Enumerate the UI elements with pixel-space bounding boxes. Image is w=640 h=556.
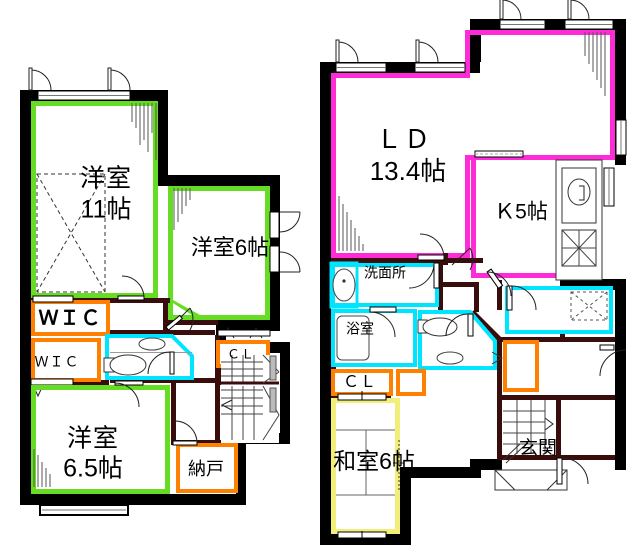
door-swing-1f-c: [499, 0, 522, 20]
door-swing-1f-b: [415, 39, 439, 63]
door-swing-2f-d: [269, 245, 301, 273]
room-toilet-2f: [103, 334, 194, 380]
label-ld-size: 13.4帖: [370, 156, 447, 186]
toilet-fixture-1f: [417, 317, 458, 337]
cabinet-1f-small: [396, 369, 426, 396]
yoshitsu-6-curtain-hatch: [173, 188, 191, 230]
door-swing-1f-ld-lower: [417, 233, 445, 261]
label-yokushitsu: 浴室: [346, 321, 374, 337]
label-genkan: 玄関: [519, 437, 557, 459]
yoshitsu-11-curtain-hatch: [131, 103, 157, 160]
shoe-box-area: [505, 285, 613, 334]
door-swing-1f-kitchen-low: [486, 268, 512, 297]
opening-ld-kitchen: [474, 150, 524, 158]
door-swing-2f-e: [117, 275, 145, 301]
door-swing-2f-h: [172, 420, 198, 446]
ld-curtain-hatch-left: [338, 196, 364, 251]
door-swing-2f-c: [269, 211, 301, 239]
room-yokushitsu: [331, 306, 417, 367]
window-ld-right-side: [615, 119, 627, 156]
label-yoshitsu-6: 洋室6帖: [191, 235, 269, 260]
door-swing-2f-g: [114, 380, 144, 408]
entrance-step: [494, 469, 568, 491]
door-swing-toilet-2f: [147, 351, 175, 375]
window-kitchen-right: [603, 167, 615, 207]
label-kitchen: Ｋ5帖: [494, 201, 548, 224]
label-ld-name: ＬＤ: [376, 124, 432, 154]
room-yoshitsu-6-fill: [168, 186, 270, 320]
label-yoshitsu-11-size: 11帖: [81, 196, 132, 224]
cabinet-1f-orange-hall: [491, 340, 539, 392]
second-floor-plan: 洋室 11帖 洋室6帖 洋室 6.5帖 ＷＩＣ ＷＩＣ ＣＬ 納戸: [20, 67, 301, 516]
room-yoshitsu-65-fill: [31, 385, 170, 494]
room-toilet-1f: [417, 310, 497, 370]
door-swing-1f-hall-right: [599, 344, 627, 377]
label-cl-1f: ＣＬ: [343, 374, 377, 391]
toilet-fixture-2f: [103, 354, 147, 376]
label-wic-upper: ＷＩＣ: [39, 307, 102, 329]
room-washitsu: [331, 391, 404, 540]
label-washitsu: 和室6帖: [333, 448, 415, 474]
label-nando: 納戸: [188, 459, 224, 479]
stairs-1f: [503, 400, 555, 454]
room-wic-upper: [31, 300, 110, 336]
ld-curtain-hatch-right: [584, 32, 606, 96]
door-swing-1f-d: [567, 0, 590, 20]
kitchen-counter: [555, 159, 603, 281]
window-yoshitsu-11-top: [37, 90, 131, 101]
yoshitsu-65-accent: [31, 385, 170, 494]
window-ld-top-right: [499, 19, 614, 30]
door-swing-1f-ld-mid: [451, 247, 474, 271]
window-washitsu: [337, 391, 387, 540]
tatami-mat-lines: [336, 429, 395, 496]
door-swing-bath: [369, 306, 397, 338]
yoshitsu-65-curtain-hatch: [33, 449, 51, 487]
door-swing-senmenjo: [408, 262, 440, 289]
label-yoshitsu-65-size: 6.5帖: [63, 455, 123, 483]
room-senmenjo: [329, 261, 440, 309]
bathtub-icon: [336, 315, 370, 361]
door-swing-2f-a: [28, 67, 52, 91]
door-swing-toilet-1f: [445, 313, 474, 337]
label-senmenjo: 洗面所: [364, 265, 406, 281]
door-swing-2f-f: [165, 307, 194, 331]
door-swing-shoe: [506, 285, 537, 311]
room-genkan: [494, 443, 615, 500]
label-cl-2f: ＣＬ: [227, 346, 255, 361]
window-yoshitsu-65-bottom: [39, 504, 129, 516]
label-wic-lower: ＷＩＣ: [35, 354, 80, 370]
window-ld-top-left: [335, 62, 466, 73]
yoshitsu-11-shelf-dashed: [36, 173, 106, 293]
door-swing-genkan: [556, 457, 589, 485]
stairs-2f: [220, 354, 280, 443]
door-swing-2f-b: [107, 67, 131, 91]
label-yoshitsu-65-name: 洋室: [67, 425, 119, 453]
label-yoshitsu-11-name: 洋室: [80, 165, 132, 193]
room-nando: [176, 443, 238, 493]
first-floor-plan: ＬＤ 13.4帖 Ｋ5帖 洗面所 浴室 ＣＬ 和室6帖 玄関: [320, 0, 627, 545]
wash-basin-icon: [332, 268, 356, 302]
door-swing-1f-a: [335, 39, 359, 63]
